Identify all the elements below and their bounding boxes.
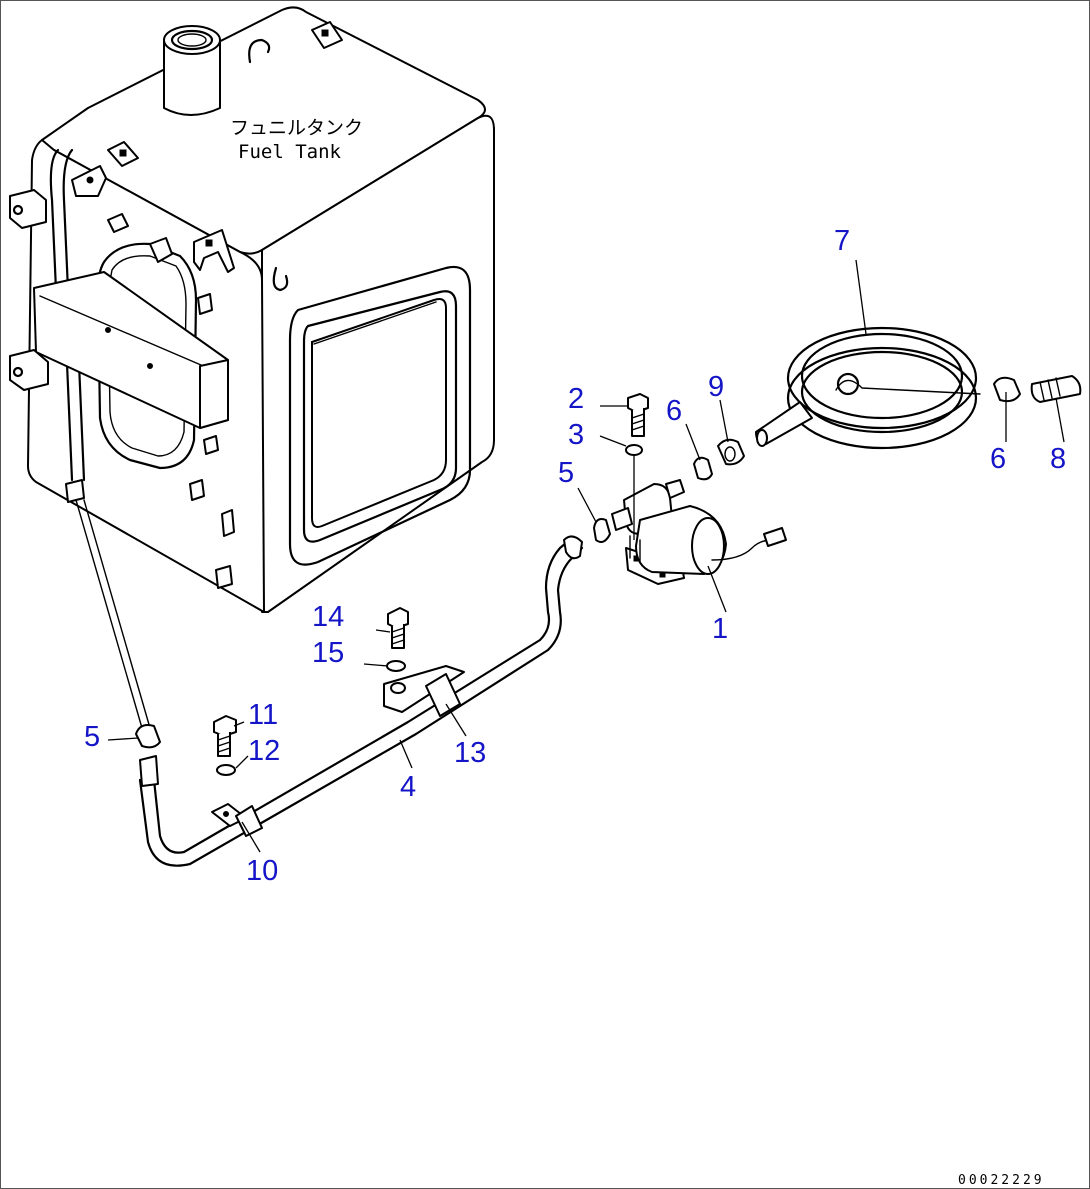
- callout-1: 1: [712, 613, 728, 645]
- clamp-10: [211, 803, 263, 837]
- drawing-number: 00022229: [958, 1173, 1045, 1188]
- callout-14: 14: [312, 601, 344, 633]
- callout-5-lower: 5: [84, 721, 100, 753]
- callout-3: 3: [568, 419, 584, 451]
- callout-12: 12: [248, 735, 280, 767]
- top-bracket: [107, 21, 343, 167]
- callout-13: 13: [454, 737, 486, 769]
- callout-15: 15: [312, 637, 344, 669]
- clamp-5-lower: [135, 724, 161, 749]
- callout-6-pump: 6: [666, 395, 682, 427]
- clamp-6-pump: [693, 456, 713, 481]
- bolt-14: [387, 607, 409, 649]
- nut-9: [717, 438, 745, 466]
- filler-neck: [163, 25, 221, 116]
- callout-9: 9: [708, 371, 724, 403]
- bolt-2: [627, 393, 649, 437]
- fitting-8: [1030, 375, 1082, 403]
- callout-5-upper: 5: [558, 457, 574, 489]
- callout-6-coil: 6: [990, 443, 1006, 475]
- tank-label-japanese: フュニルタンク: [230, 117, 363, 139]
- fuel-pump: [611, 479, 787, 585]
- callout-2: 2: [568, 383, 584, 415]
- callout-8: 8: [1050, 443, 1066, 475]
- washer-12: [216, 764, 236, 776]
- clamp-5-upper: [593, 518, 611, 543]
- hose-clip: [65, 165, 235, 589]
- pipe-4: [138, 535, 584, 867]
- callout-numbers: 1 2 3 4 5 5 6 6 7 8 9 10 11 12 13 14 15: [84, 225, 1066, 887]
- clamp-6-coil: [993, 376, 1021, 403]
- fuel-tank: フュニルタンク Fuel Tank: [9, 6, 495, 729]
- washer-3: [625, 444, 643, 456]
- hose-coil-7: [755, 326, 981, 450]
- callout-4: 4: [400, 771, 416, 803]
- callout-11: 11: [248, 699, 278, 731]
- bolt-11: [213, 715, 237, 757]
- callout-7: 7: [834, 225, 850, 257]
- mounting-tab: [9, 189, 49, 391]
- tank-label-english: Fuel Tank: [238, 141, 342, 163]
- leader-lines: [107, 259, 1065, 853]
- callout-10: 10: [246, 855, 278, 887]
- clamp-13: [383, 665, 465, 717]
- washer-15: [386, 660, 406, 672]
